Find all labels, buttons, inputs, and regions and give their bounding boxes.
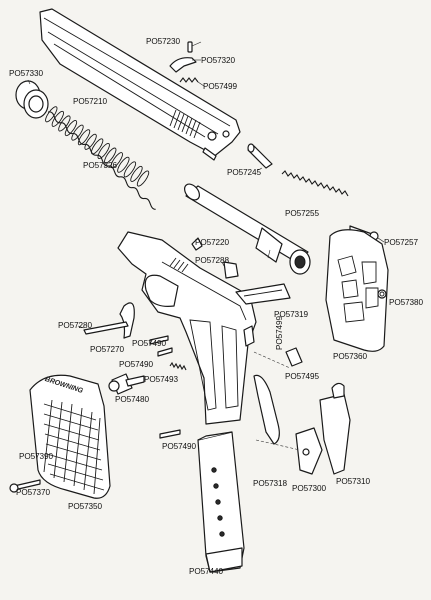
slide-serrations [169,109,201,139]
label-57288: PO57288 [195,256,229,265]
part-57320-extractor [169,57,201,73]
label-57255: PO57255 [285,209,319,218]
part-57495-catch [285,347,303,367]
magazine-part [197,431,245,573]
label-57280: PO57280 [58,321,92,330]
part-57330-bushing [15,79,49,119]
part-57370-screw [9,479,41,493]
part-57300-hammer [295,427,323,475]
frame-part [117,231,257,425]
part-57499-sear [243,325,255,347]
label-57480: PO57480 [115,395,149,404]
label-57490-c: PO57490 [162,442,196,451]
pin-57490-a [149,335,169,345]
part-57319-clip [235,283,291,305]
label-57245: PO57245 [227,168,261,177]
label-57330: PO57330 [9,69,43,78]
barrel-part [184,183,311,275]
pin-57490-c [159,429,181,439]
part-57230-pin [187,41,202,53]
label-57270: PO57270 [90,345,124,354]
part-57288-catch [221,261,239,279]
right-grip-panel [325,229,389,352]
part-57245-guide [247,143,273,171]
label-57490-b: PO57490 [119,360,153,369]
part-57210-recoil-spring [45,106,156,210]
label-57493: PO57493 [144,375,178,384]
label-57257: PO57257 [384,238,418,247]
label-57370: PO57370 [16,488,50,497]
part-57499-spring-top [179,77,205,87]
part-57220-small [191,237,203,251]
label-57350: PO57350 [68,502,102,511]
label-57210: PO57210 [73,97,107,106]
trigger-part [77,302,135,339]
label-57490-a: PO57490 [132,339,166,348]
label-57499-top: PO57499 [203,82,237,91]
frame-serrations [169,257,189,273]
label-57300: PO57300 [292,484,326,493]
part-57380-nut [377,289,387,299]
label-57390: PO57390 [19,452,53,461]
label-57440: PO57440 [189,567,223,576]
label-57310: PO57310 [336,477,370,486]
label-57326: PO57326 [83,161,117,170]
left-grip-panel [29,374,111,499]
grip-checkering [43,399,105,495]
label-57360: PO57360 [333,352,367,361]
part-57493-spring [169,361,187,371]
label-57220: PO57220 [195,238,229,247]
label-57318: PO57318 [253,479,287,488]
part-57480-safety [108,373,145,395]
label-57230: PO57230 [146,37,180,46]
label-57320: PO57320 [201,56,235,65]
label-57499-vertical: PO57499 [275,316,284,350]
part-57318-lever [253,374,280,445]
label-57319: PO57319 [274,310,308,319]
label-57495: PO57495 [285,372,319,381]
slide-part [39,8,241,161]
pin-57490-b [157,347,173,357]
part-57310-grip-safety [319,382,351,475]
label-57380: PO57380 [389,298,423,307]
part-57255-spring [281,170,349,197]
